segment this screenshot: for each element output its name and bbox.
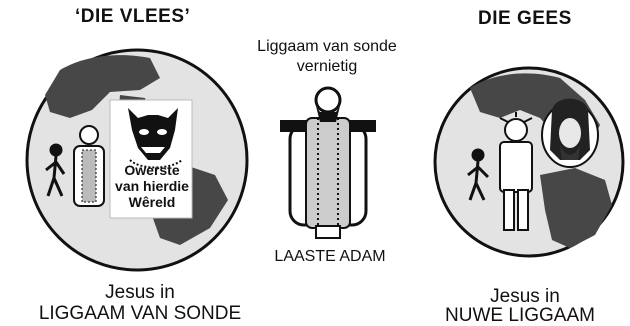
right-globe [433, 66, 625, 258]
robed-figure-icon [73, 125, 105, 207]
center-top-line1: Liggaam van sonde [257, 38, 397, 55]
devil-face-icon [128, 108, 183, 169]
devil-box-label-line3: Wêreld [128, 194, 176, 210]
left-caption-line2: LIGGAAM VAN SONDE [38, 303, 242, 324]
right-caption-line2: NUWE LIGGAAM [445, 305, 595, 326]
center-cross-figure [280, 86, 376, 239]
right-globe-landmass-2 [540, 168, 612, 248]
center-top-line2: vernietig [296, 58, 358, 75]
jesus-portrait-icon [541, 98, 599, 168]
right-caption-line1: Jesus in [490, 286, 560, 307]
devil-box-label-line1: Owerste [124, 162, 180, 178]
left-globe [25, 48, 249, 272]
devil-box-label-line2: van hierdie [115, 178, 189, 194]
center-bottom-label: LAASTE ADAM [274, 248, 386, 265]
left-title: ‘DIE VLEES’ [75, 6, 191, 27]
new-body-figure-icon [499, 112, 533, 231]
devil-box-label: Owerste van hierdie Wêreld [112, 162, 192, 210]
stick-figure-icon [45, 143, 66, 197]
right-stick-figure-icon [467, 148, 490, 201]
left-caption-line1: Jesus in [105, 282, 175, 303]
right-title: DIE GEES [478, 8, 572, 29]
left-globe-landmass [45, 55, 160, 118]
